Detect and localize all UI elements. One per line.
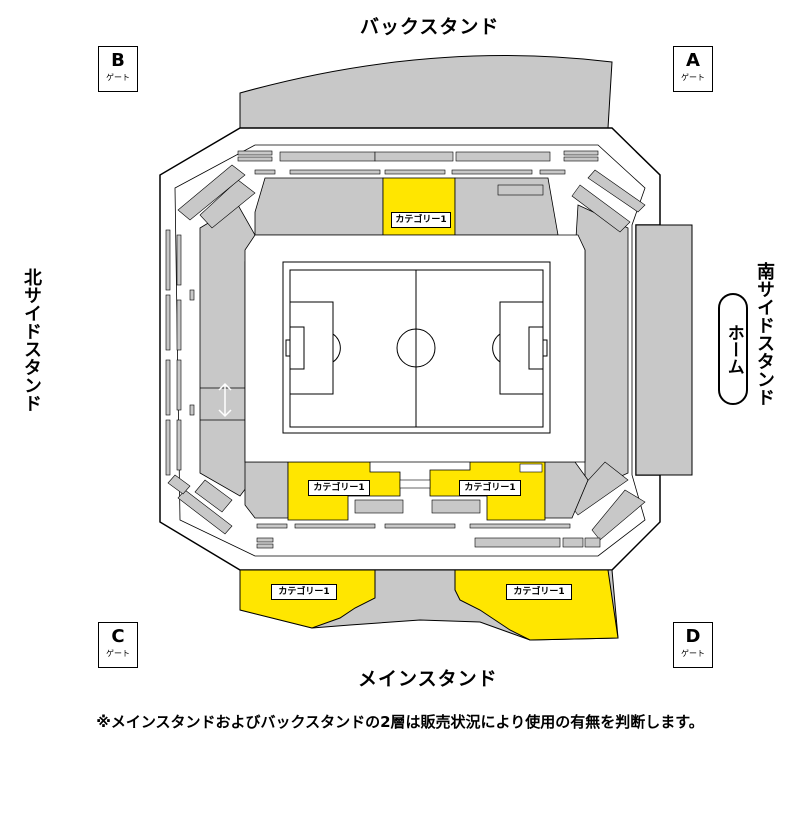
football-pitch (282, 261, 551, 434)
gate-c: C ゲート (98, 622, 138, 668)
gate-a: A ゲート (673, 46, 713, 92)
category-tag-main-right: カテゴリー1 (506, 584, 572, 600)
north-corner-blocks (167, 164, 256, 535)
gate-d: D ゲート (673, 622, 713, 668)
gate-sub: ゲート (106, 73, 130, 82)
back-stand-row-strips (237, 150, 599, 175)
gate-sub: ゲート (681, 649, 705, 658)
south-stand-home[interactable] (635, 224, 693, 476)
gate-letter: C (111, 626, 125, 647)
north-stand-label: 北サイドスタンド (21, 268, 42, 412)
category-tag-inner-left: カテゴリー1 (308, 480, 370, 496)
main-stand-label: メインスタンド (358, 668, 498, 690)
main-lower-right-box (519, 463, 543, 473)
main-stand-row-strips (256, 523, 601, 549)
back-stand-upper-tier[interactable] (239, 55, 613, 129)
gate-letter: B (111, 50, 125, 71)
category-tag-main-left: カテゴリー1 (271, 584, 337, 600)
north-outer-strips (165, 229, 195, 476)
gate-sub: ゲート (681, 73, 705, 82)
main-lower-center-box-left (354, 499, 404, 514)
gate-letter: D (685, 626, 701, 647)
double-arrow-icon (218, 382, 232, 418)
back-stand-label: バックスタンド (360, 16, 500, 38)
main-lower-left-gray[interactable] (244, 461, 289, 519)
main-lower-center-gap (399, 479, 431, 489)
gate-letter: A (686, 50, 700, 71)
south-corner-blocks (567, 169, 646, 541)
home-label: ホーム (718, 293, 748, 405)
back-stand-box (497, 184, 544, 196)
south-stand-label: 南サイドスタンド (754, 262, 775, 406)
gate-b: B ゲート (98, 46, 138, 92)
main-upper-category-right[interactable] (454, 569, 619, 641)
category-tag-back: カテゴリー1 (391, 212, 451, 228)
category-tag-inner-right: カテゴリー1 (459, 480, 521, 496)
main-lower-center-box-right (431, 499, 481, 514)
gate-sub: ゲート (106, 649, 130, 658)
footnote: ※メインスタンドおよびバックスタンドの2層は販売状況により使用の有無を判断します… (96, 713, 704, 731)
back-stand-lower-left[interactable] (254, 177, 384, 236)
field-area (244, 234, 586, 463)
